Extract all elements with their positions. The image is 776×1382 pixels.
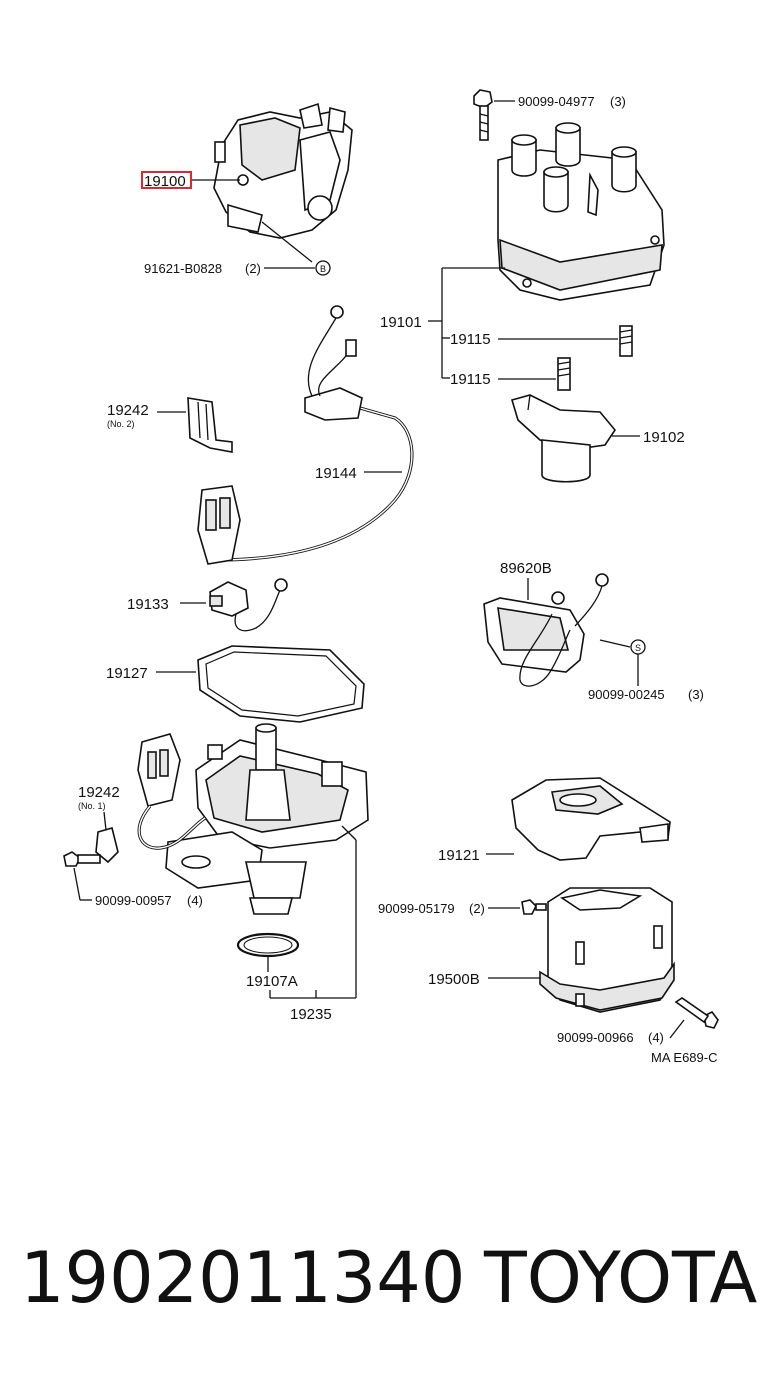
label-19121: 19121 xyxy=(438,847,480,864)
label-90099-04977: 90099-04977 xyxy=(518,94,595,109)
label-91621-qty: (2) xyxy=(245,261,261,276)
label-90099-00245-qty: (3) xyxy=(688,687,704,702)
circle-s-letter: S xyxy=(635,643,641,653)
label-19500B: 19500B xyxy=(428,971,480,988)
label-90099-00966: 90099-00966 xyxy=(557,1030,634,1045)
label-19107A: 19107A xyxy=(246,973,298,990)
igniter-illustration xyxy=(483,573,609,687)
cover-illustration xyxy=(511,777,671,861)
nut-05179-illustration xyxy=(521,899,547,915)
wire-harness-illustration xyxy=(197,305,414,565)
module-housing-illustration xyxy=(539,887,675,1013)
connector-no1-illustration xyxy=(137,733,206,850)
circle-b-letter: B xyxy=(320,264,326,274)
clip-no2-illustration xyxy=(187,397,233,453)
label-90099-00966-qty: (4) xyxy=(648,1030,664,1045)
label-19242-no2: 19242 xyxy=(107,402,149,419)
distributor-cap-illustration xyxy=(497,122,665,301)
rotor-illustration xyxy=(510,394,616,483)
label-19235: 19235 xyxy=(290,1006,332,1023)
label-90099-00957: 90099-00957 xyxy=(95,893,172,908)
label-19115-b: 19115 xyxy=(450,371,491,388)
spring-terminal-a-illustration xyxy=(619,325,633,357)
noise-filter-illustration xyxy=(209,578,288,632)
clip-no1-illustration xyxy=(95,827,119,864)
highlight-19100 xyxy=(141,171,192,189)
gasket-illustration xyxy=(197,645,365,723)
screw-00957-illustration xyxy=(63,851,101,867)
label-90099-00245: 90099-00245 xyxy=(588,687,665,702)
label-91621-B0828: 91621-B0828 xyxy=(144,261,222,276)
label-90099-05179: 90099-05179 xyxy=(378,901,455,916)
label-19100: 19100 xyxy=(144,173,186,190)
label-19115-a: 19115 xyxy=(450,331,491,348)
label-19242-no1-note: (No. 1) xyxy=(78,801,106,811)
housing-illustration xyxy=(165,723,369,915)
label-19144: 19144 xyxy=(315,465,357,482)
label-90099-05179-qty: (2) xyxy=(469,901,485,916)
brand-name: TOYOTA xyxy=(483,1237,757,1319)
distributor-assembly-illustration xyxy=(213,102,353,263)
label-19101: 19101 xyxy=(380,314,422,331)
label-90099-00957-qty: (4) xyxy=(187,893,203,908)
label-19242-no1: 19242 xyxy=(78,784,120,801)
cap-screw-illustration xyxy=(473,89,493,141)
label-19242-no2-note: (No. 2) xyxy=(107,419,135,429)
circle-b-marker xyxy=(315,260,331,276)
reference-code: MA E689-C xyxy=(651,1050,717,1065)
label-90099-04977-qty: (3) xyxy=(610,94,626,109)
spring-terminal-b-illustration xyxy=(557,357,571,391)
label-19133: 19133 xyxy=(127,596,169,613)
label-89620B: 89620B xyxy=(500,560,552,577)
part-number: 1902011340 xyxy=(20,1237,465,1319)
label-19102: 19102 xyxy=(643,429,685,446)
bolt-00966-illustration xyxy=(674,997,719,1029)
label-19127: 19127 xyxy=(106,665,148,682)
